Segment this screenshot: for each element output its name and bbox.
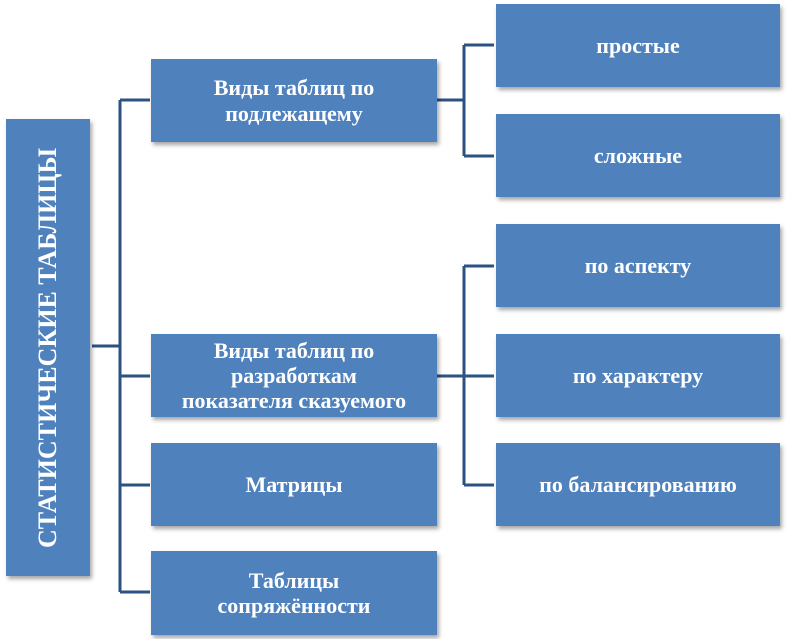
node-complex: сложные bbox=[496, 114, 780, 197]
node-complex-label: сложные bbox=[593, 142, 683, 168]
node-by-character-label: по характеру bbox=[572, 362, 704, 388]
node-subject-types-label: Виды таблиц по подлежащему bbox=[213, 75, 375, 126]
node-predicate-types-label: Виды таблиц по разработкам показателя ск… bbox=[181, 337, 407, 414]
node-predicate-types: Виды таблиц по разработкам показателя ск… bbox=[151, 334, 437, 417]
node-by-balancing-label: по балансированию bbox=[539, 471, 737, 497]
node-by-character: по характеру bbox=[496, 334, 780, 417]
root-label: СТАТИСТИЧЕСКИЕ ТАБЛИЦЫ bbox=[33, 147, 62, 548]
root-node: СТАТИСТИЧЕСКИЕ ТАБЛИЦЫ bbox=[6, 119, 90, 576]
node-simple-label: простые bbox=[596, 32, 680, 58]
node-by-balancing: по балансированию bbox=[496, 443, 780, 526]
node-by-aspect: по аспекту bbox=[496, 224, 780, 307]
node-contingency-tables: Таблицы сопряжённости bbox=[151, 551, 437, 635]
node-by-aspect-label: по аспекту bbox=[584, 252, 692, 278]
node-simple: простые bbox=[496, 4, 780, 87]
node-matrices: Матрицы bbox=[151, 443, 437, 526]
node-contingency-tables-label: Таблицы сопряжённости bbox=[217, 567, 371, 618]
node-subject-types: Виды таблиц по подлежащему bbox=[151, 59, 437, 142]
node-matrices-label: Матрицы bbox=[245, 471, 343, 497]
